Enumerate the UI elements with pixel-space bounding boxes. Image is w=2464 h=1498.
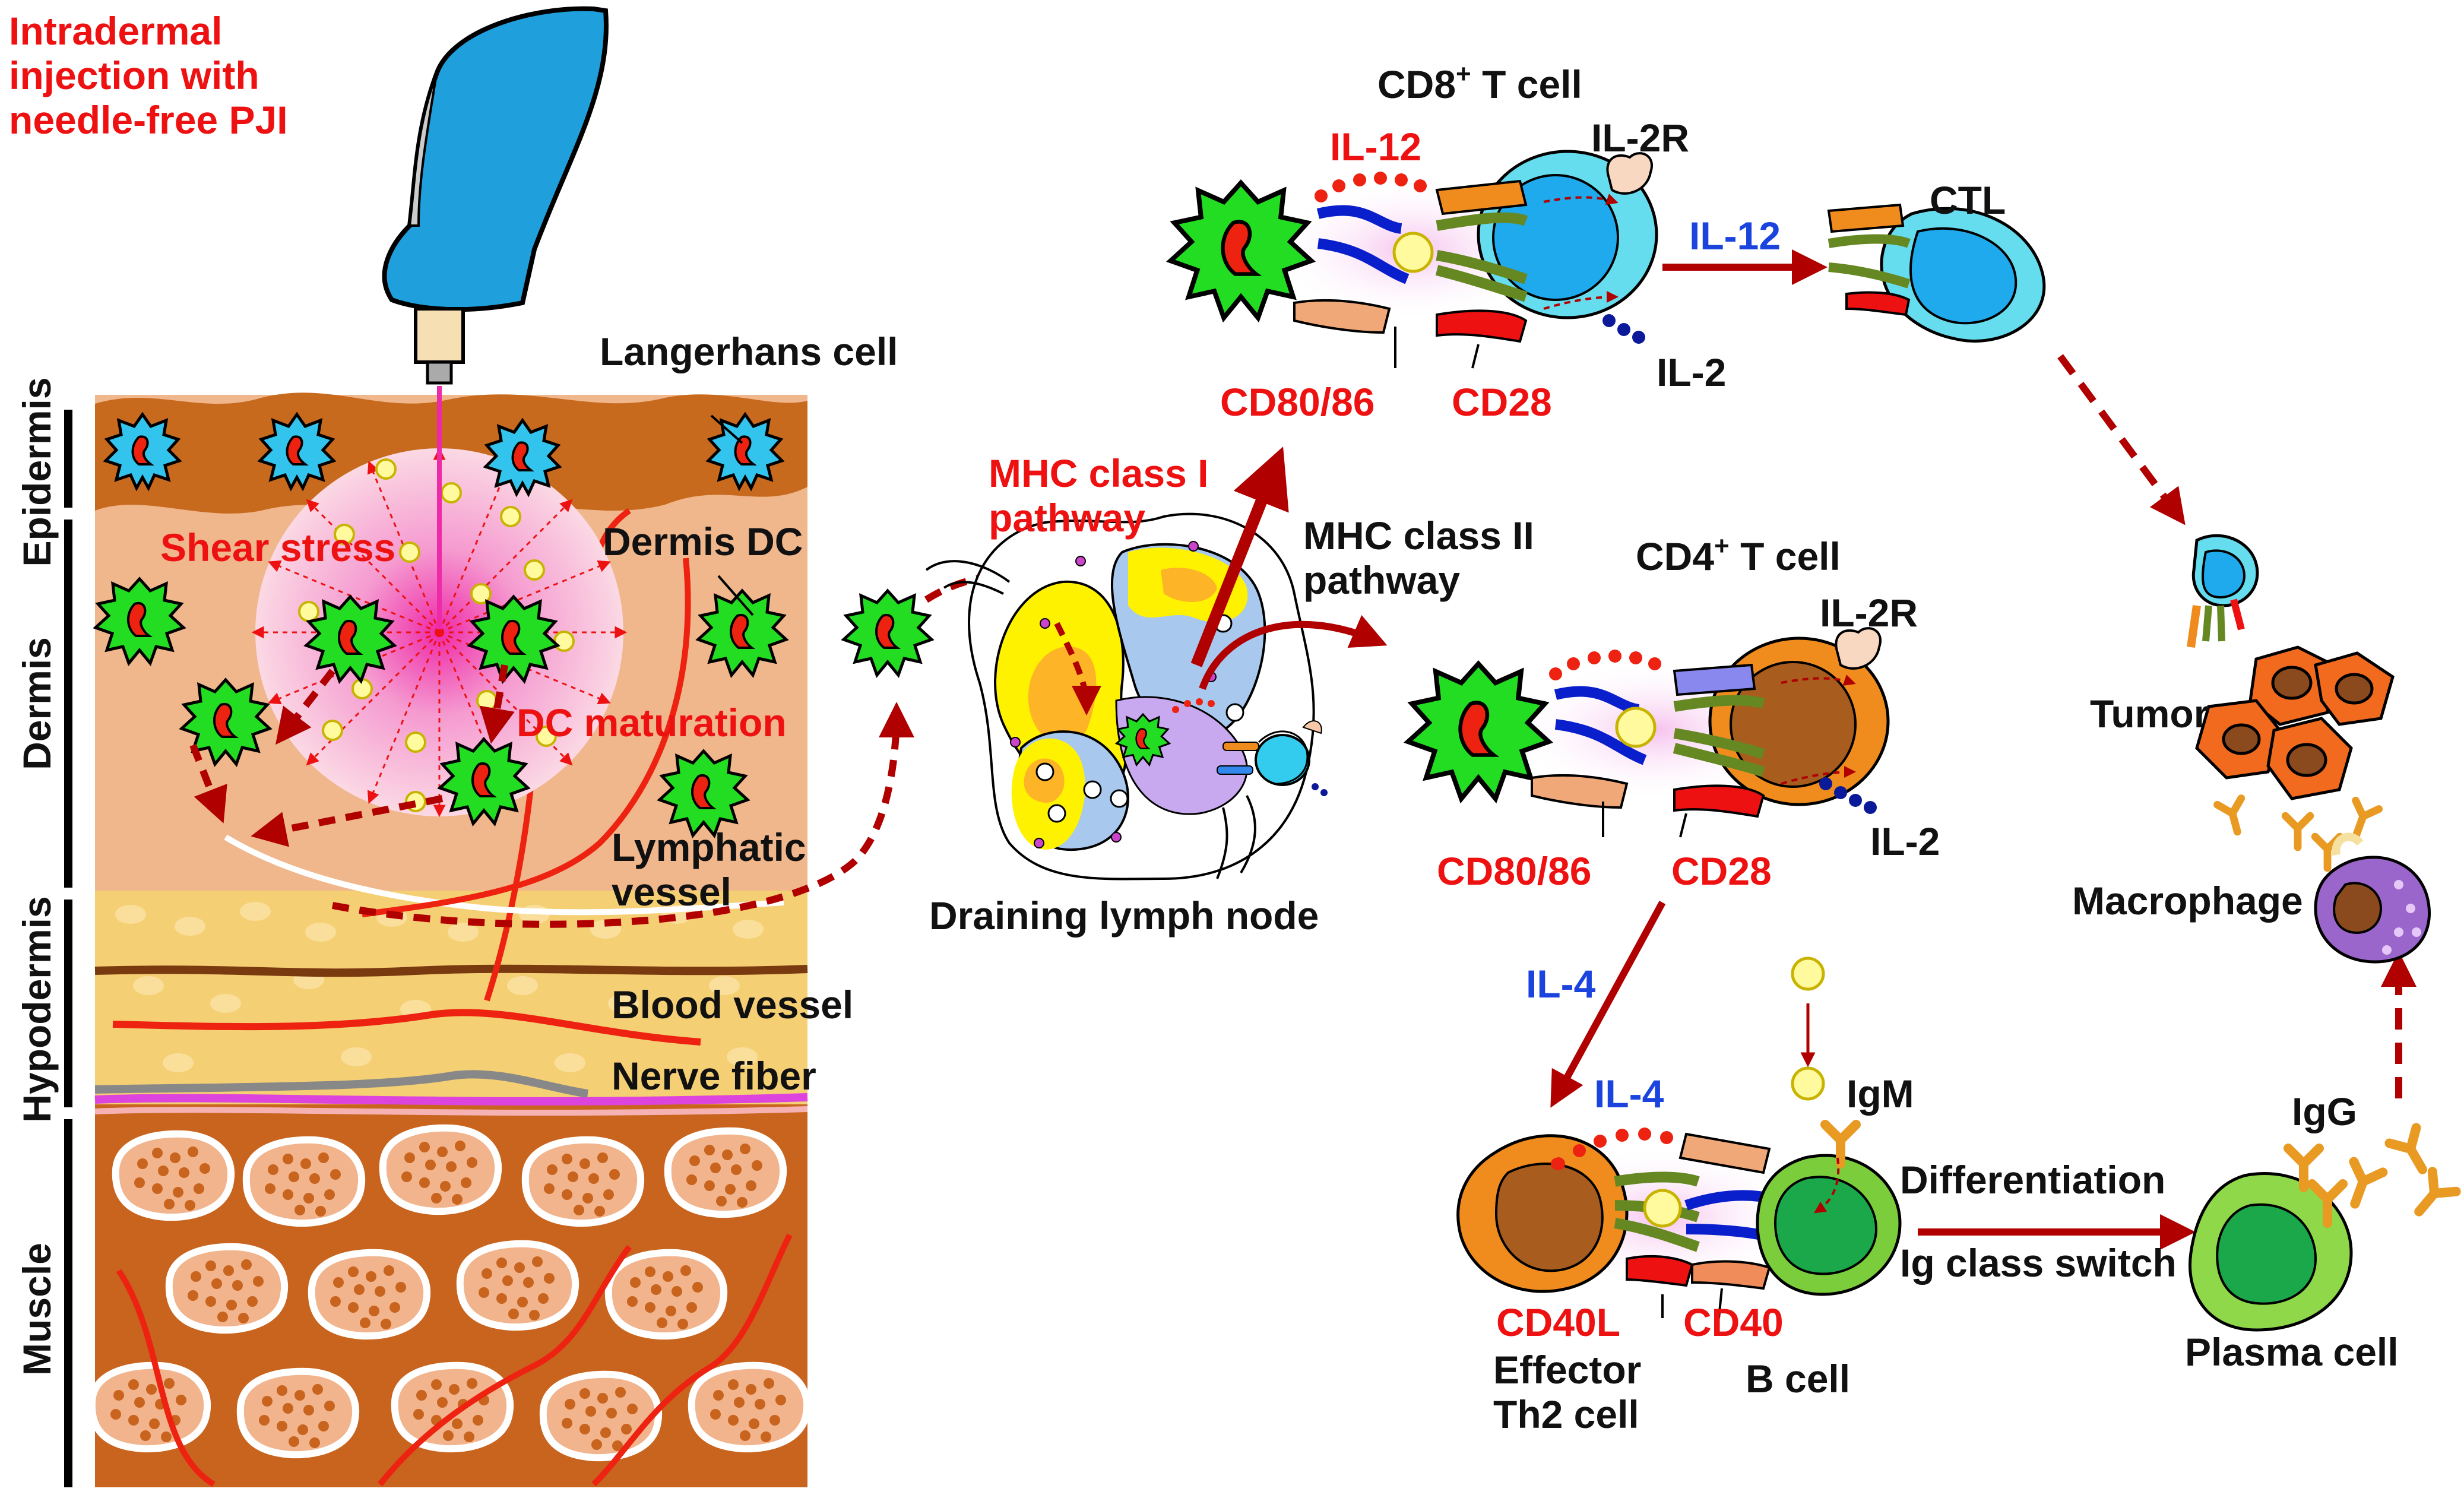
cd40l-label: CD40L — [1496, 1300, 1620, 1344]
lymphatic-label-1: Lymphatic — [612, 825, 806, 869]
cd8-cd8086-label: CD80/86 — [1220, 380, 1375, 424]
nerve-fiber-label: Nerve fiber — [612, 1054, 816, 1098]
fascia-line — [94, 1093, 808, 1106]
draining-lymph-node — [925, 512, 1328, 881]
epidermis-label: Epidermis — [15, 377, 59, 566]
injection-label-3: needle-free PJI — [9, 98, 288, 142]
cd4-title: CD4+ T cell — [1636, 531, 1841, 578]
plasma-cell — [2189, 1128, 2456, 1332]
mhc2-label-1: MHC class II — [1303, 514, 1534, 558]
effector-label-2: Th2 cell — [1493, 1392, 1639, 1436]
igm-label: IgM — [1847, 1072, 1914, 1116]
injection-label-2: injection with — [9, 53, 259, 97]
b-cell-label: B cell — [1746, 1357, 1850, 1401]
ctl-cell — [1827, 203, 2046, 343]
svg-text:Intradermal: Intradermal — [9, 9, 222, 53]
muscle-label: Muscle — [15, 1243, 59, 1376]
cd8-title: CD8+ T cell — [1377, 59, 1582, 106]
il12-arrow-label: IL-12 — [1689, 214, 1781, 258]
cd8-il12-label: IL-12 — [1330, 125, 1421, 169]
cd4-il2-label: IL-2 — [1870, 819, 1940, 863]
dermal-venule — [94, 964, 808, 977]
plasma-cell-label: Plasma cell — [2185, 1330, 2399, 1374]
fat-texture — [115, 902, 764, 1072]
cd4-cd8086-label: CD80/86 — [1437, 849, 1592, 893]
cd40-label: CD40 — [1683, 1300, 1784, 1344]
injection-label-1: Intradermal — [9, 9, 222, 53]
cd4-synapse — [1408, 627, 1890, 838]
lymphatic-vessel — [224, 834, 784, 916]
dc-maturation-label: DC maturation — [517, 701, 787, 745]
lymphatic-label-2: vessel — [612, 870, 731, 914]
effector-label-1: Effector — [1493, 1348, 1641, 1392]
cd8-cd28-label: CD28 — [1452, 380, 1552, 424]
dermis-dc-label: Dermis DC — [603, 520, 803, 563]
ig-class-switch-label: Ig class switch — [1900, 1241, 2177, 1285]
migrating-dc — [844, 591, 932, 675]
ctl-label: CTL — [1930, 178, 2006, 222]
mhc1-arrow — [1190, 446, 1289, 667]
svg-text:injection with: injection with — [9, 53, 259, 97]
mhc2-arrow — [1199, 615, 1388, 690]
cd8-synapse — [1171, 150, 1658, 369]
blood-vessel — [112, 1009, 701, 1046]
langerhans-label: Langerhans cell — [600, 330, 898, 373]
skin-cross-section — [64, 392, 1105, 1487]
mhc1-label-2: pathway — [989, 496, 1145, 540]
il4-dots-label: IL-4 — [1594, 1072, 1664, 1116]
tumor-label: Tumor — [2090, 692, 2209, 736]
nerve-fiber — [94, 1070, 588, 1098]
th2-bcell-synapse — [1456, 957, 1902, 1319]
hypodermis-label: Hypodermis — [15, 896, 59, 1122]
dermis-label: Dermis — [15, 637, 59, 770]
il4-arrow — [1550, 901, 1666, 1108]
ctl-to-tumor-arrow — [2057, 354, 2186, 525]
blood-vessel-label: Blood vessel — [612, 983, 853, 1027]
svg-text:needle-free PJI: needle-free PJI — [9, 98, 288, 142]
differentiation-label: Differentiation — [1900, 1158, 2165, 1202]
labels: Intradermal injection with needle-free P… — [9, 9, 2399, 1436]
macrophage-label: Macrophage — [2072, 879, 2303, 923]
mhc1-label-1: MHC class I — [989, 451, 1208, 495]
muscle-capillaries — [116, 1233, 793, 1487]
cd8-il2r-label: IL-2R — [1591, 116, 1689, 160]
shear-stress-label: Shear stress — [160, 525, 395, 569]
mhc2-label-2: pathway — [1303, 558, 1460, 602]
needle-free-injector — [382, 6, 609, 629]
igg-label: IgG — [2292, 1090, 2357, 1133]
il4-arrow-label: IL-4 — [1526, 962, 1596, 1006]
tumor-complex — [2187, 534, 2431, 964]
cd4-il2r-label: IL-2R — [1820, 591, 1918, 635]
lymph-node-label: Draining lymph node — [929, 894, 1319, 938]
dc-migration-arrows — [189, 664, 914, 928]
cd4-cd28-label: CD28 — [1671, 849, 1772, 893]
cd8-il2-label: IL-2 — [1657, 350, 1726, 394]
